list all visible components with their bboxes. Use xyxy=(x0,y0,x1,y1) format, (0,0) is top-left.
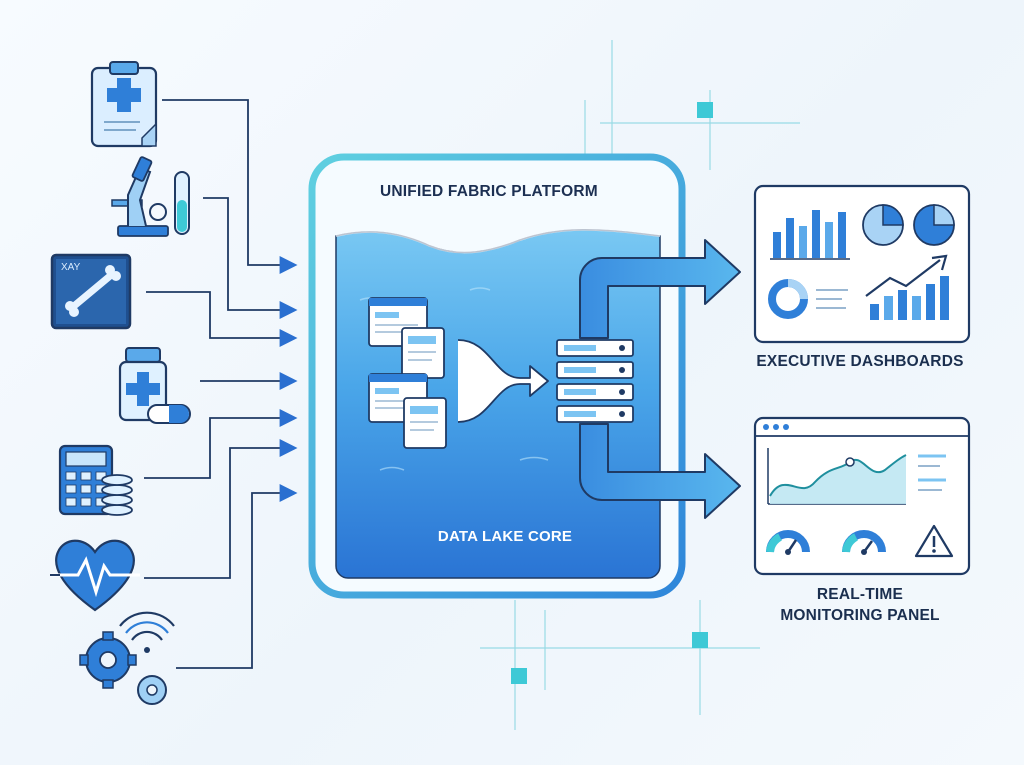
microscope-icon xyxy=(111,156,190,237)
pie-chart-icon xyxy=(862,204,955,246)
grid-accent-square xyxy=(692,632,708,648)
clipboard-icon xyxy=(90,61,158,148)
medicine-bottle-icon xyxy=(118,347,191,424)
gears-wifi-icon xyxy=(79,611,175,705)
document-stack-bottom xyxy=(368,373,447,449)
server-stack-icon xyxy=(556,339,634,423)
grid-accent-square xyxy=(697,102,713,118)
donut-chart-icon xyxy=(768,279,848,319)
source-connectors xyxy=(144,99,298,669)
platform-title: UNIFIED FABRIC PLATFORM xyxy=(380,183,598,200)
connector-heart xyxy=(144,439,298,579)
calculator-icon xyxy=(58,444,133,516)
executive-dashboard-card xyxy=(753,184,971,344)
realtime-monitoring-card xyxy=(753,416,971,576)
data-lake-core-label: DATA LAKE CORE xyxy=(437,528,573,545)
heart-monitor-icon xyxy=(50,539,140,612)
bar-chart-icon xyxy=(770,210,850,260)
connector-microscope xyxy=(203,197,298,319)
connector-calculator xyxy=(144,409,298,479)
output-pipe-top xyxy=(579,239,741,339)
connector-xray xyxy=(146,291,298,347)
xray-icon xyxy=(50,253,132,330)
warning-icon xyxy=(914,524,954,558)
gauge-icon xyxy=(842,530,886,555)
connector-clipboard xyxy=(162,99,298,274)
growth-chart-icon xyxy=(865,254,949,320)
connector-gears xyxy=(176,484,298,669)
realtime-label-line-1: REAL-TIME xyxy=(816,586,904,603)
xray-label: XAY xyxy=(61,262,81,273)
grid-accent-square xyxy=(511,668,527,684)
gauge-icon xyxy=(766,530,810,555)
line-chart-icon xyxy=(767,448,946,505)
output-pipe-bottom xyxy=(579,423,741,519)
merge-arrow-icon xyxy=(457,339,549,423)
realtime-label-line-2: MONITORING PANEL xyxy=(780,607,940,624)
executive-dashboards-label: EXECUTIVE DASHBOARDS xyxy=(756,353,964,370)
document-stack-top xyxy=(368,297,445,379)
